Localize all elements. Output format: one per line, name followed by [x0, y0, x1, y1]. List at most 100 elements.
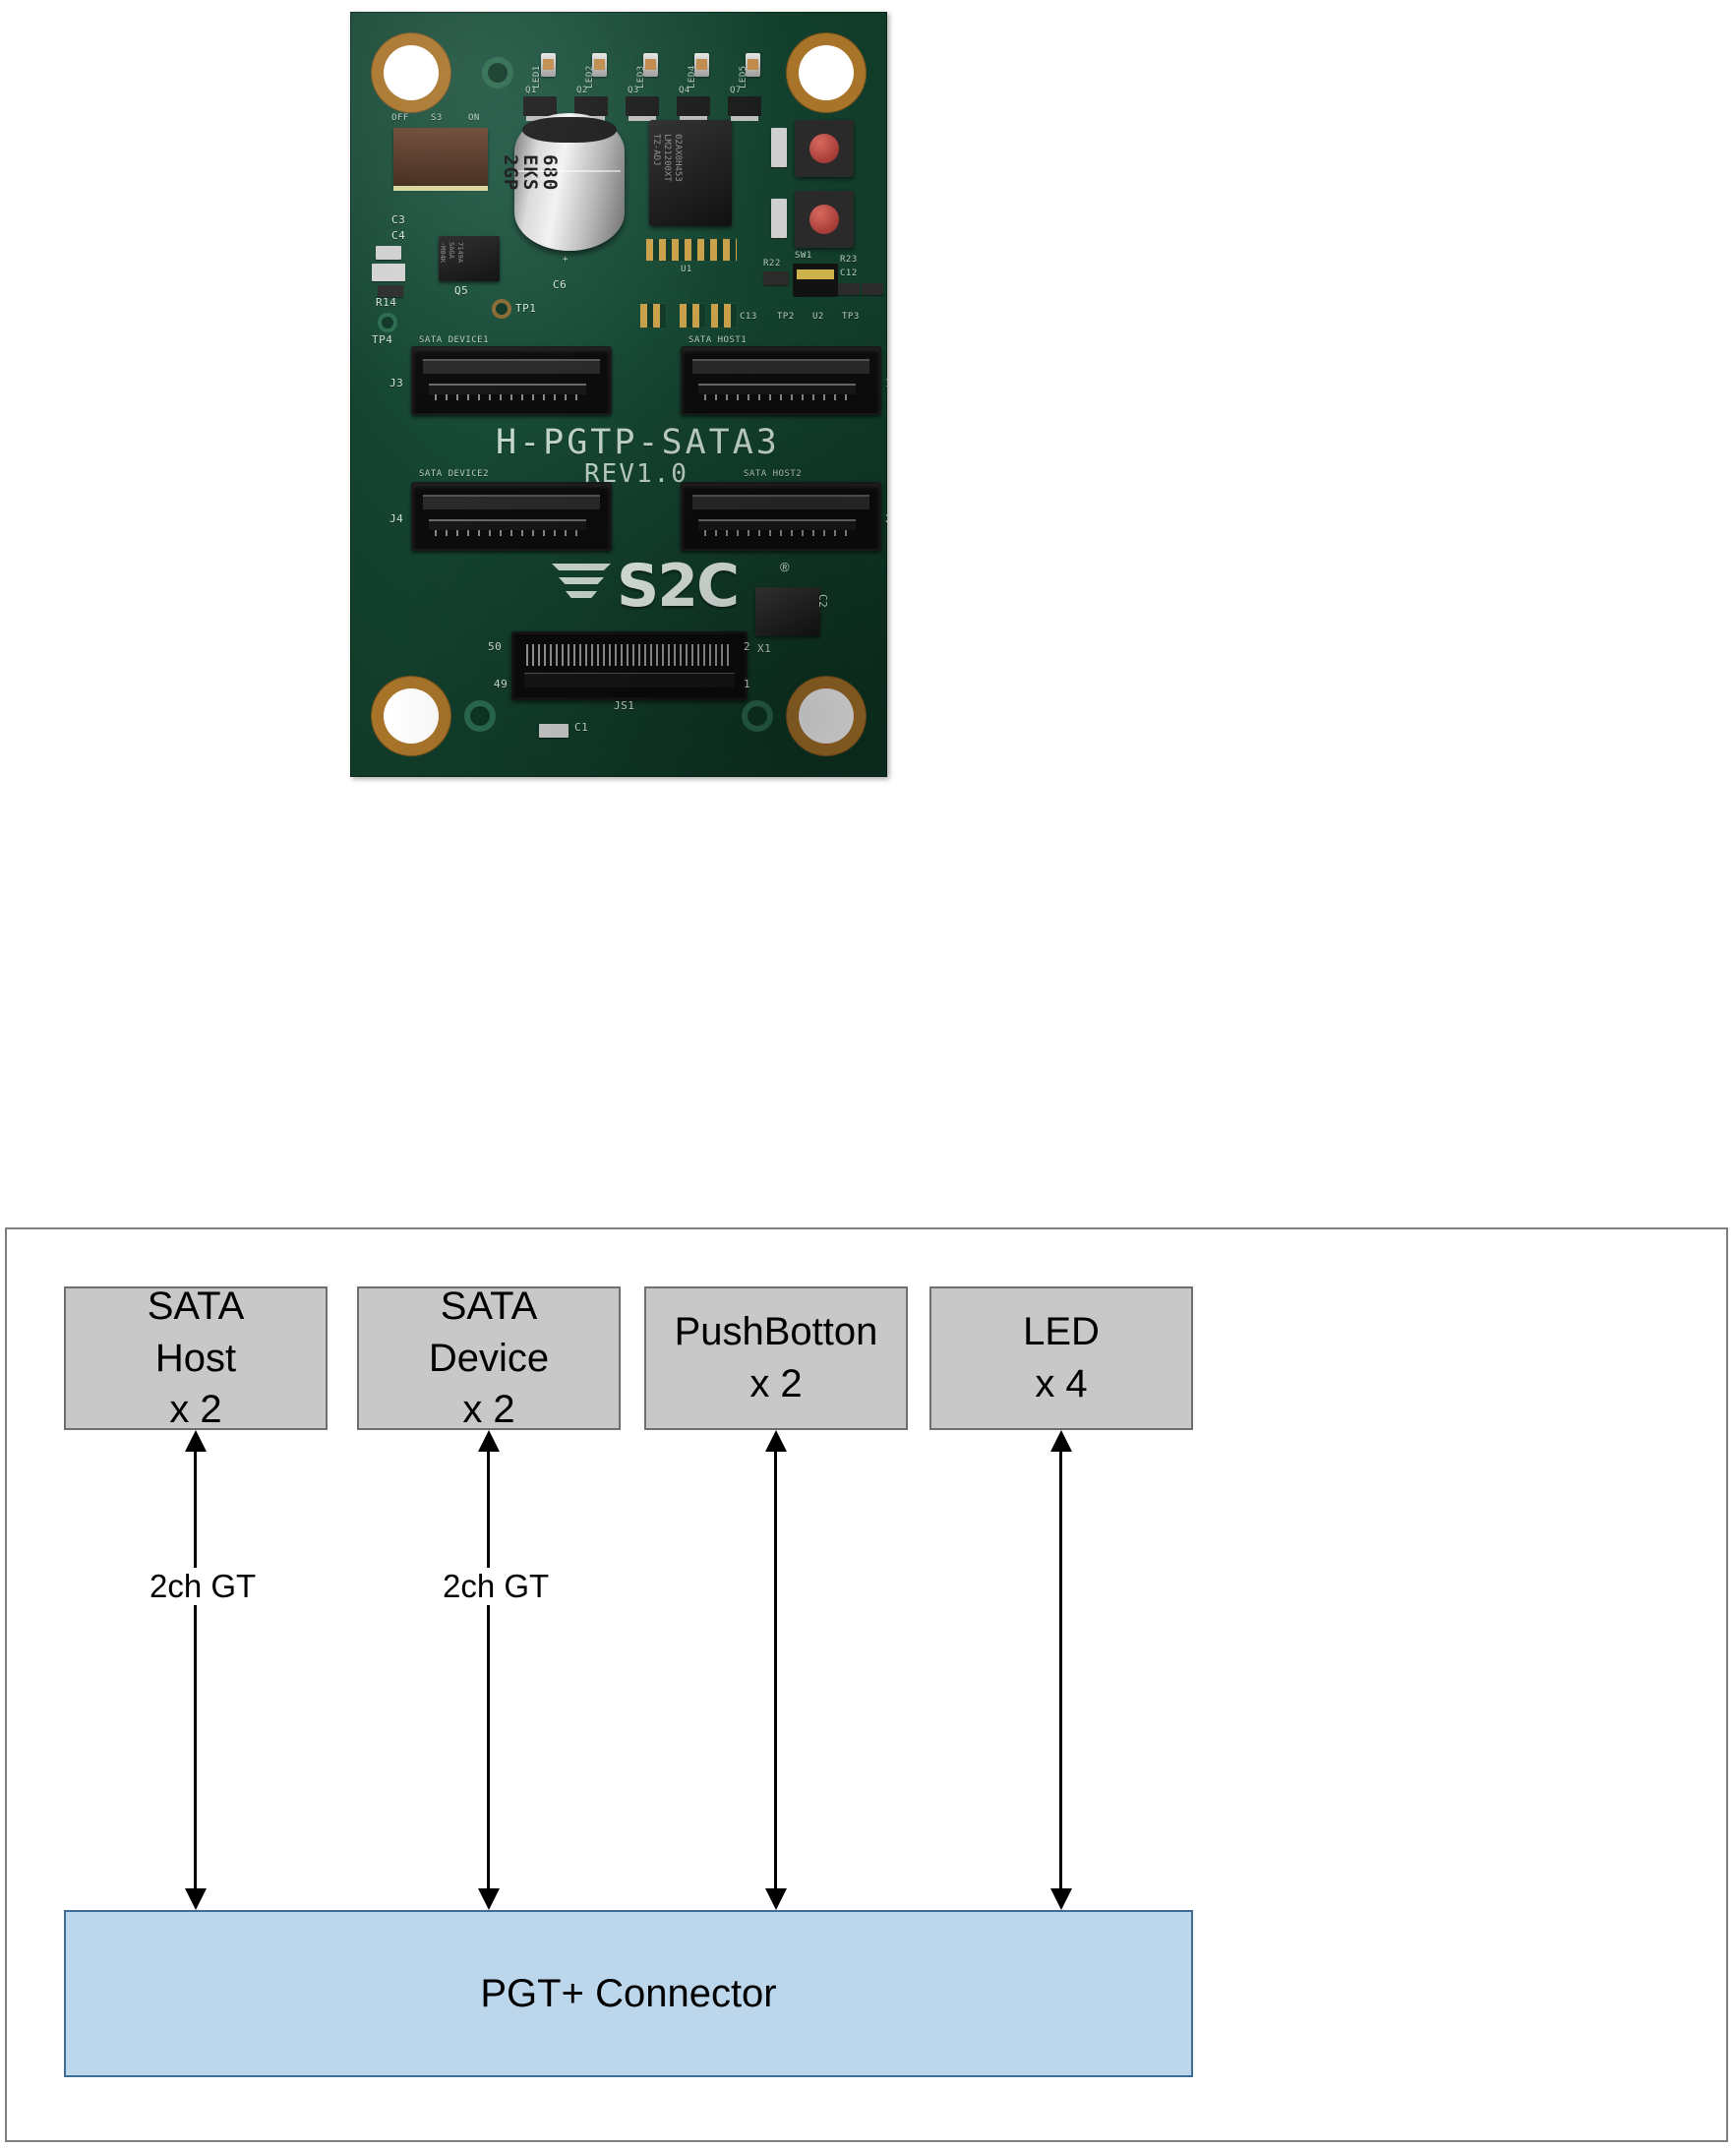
block-led: LED x 4 — [929, 1286, 1193, 1430]
pgt-plus-connector-block: PGT+ Connector — [64, 1910, 1193, 2077]
s2c-logo-bars-icon — [552, 564, 611, 605]
led-d4 — [694, 53, 709, 77]
via-hole-top — [488, 63, 508, 83]
transistor-q1 — [523, 96, 557, 121]
sata-host1-pins — [704, 393, 850, 400]
block-sata-device-line1: SATA — [440, 1284, 538, 1328]
arrow-head-down-sata-device — [478, 1888, 500, 1910]
crystal-x1 — [755, 587, 820, 636]
sata-host2-pins — [704, 529, 850, 536]
push-button-2 — [795, 191, 854, 248]
header-pins-c — [710, 303, 738, 328]
block-diagram-frame: SATA Host x 2 2ch GT SATA Device x 2 2ch… — [5, 1227, 1728, 2142]
arrow-label-sata-host: 2ch GT — [146, 1568, 261, 1605]
arrow-line-led — [1059, 1452, 1062, 1888]
arrow-label-sata-device: 2ch GT — [439, 1568, 554, 1605]
silk-js1: JS1 — [614, 699, 635, 712]
sata-connector-j4 — [411, 482, 612, 551]
silk-r23: R23 — [840, 255, 858, 265]
block-sata-host: SATA Host x 2 — [64, 1284, 328, 1431]
arrow-line-sata-host — [194, 1452, 197, 1888]
js1-pin-row — [526, 644, 733, 666]
via-hole-bottom-right — [748, 706, 767, 726]
silk-tp1: TP1 — [515, 302, 537, 315]
capacitor-c4-part — [376, 246, 401, 260]
transistor-q4 — [677, 96, 710, 121]
sata-connector-host1 — [681, 346, 881, 415]
slide-switch-s3 — [393, 128, 488, 191]
silk-c12: C12 — [840, 269, 858, 278]
arrow-line-pushbutton — [774, 1452, 777, 1888]
silk-tp2: TP2 — [777, 312, 795, 322]
silk-c4: C4 — [391, 229, 406, 242]
block-led-line2: x 4 — [1035, 1362, 1088, 1405]
silk-q7: Q7 — [730, 86, 742, 95]
push-button-1 — [795, 120, 854, 177]
led-d2 — [592, 53, 607, 77]
block-sata-host-line3: x 2 — [169, 1388, 222, 1432]
silk-tp4: TP4 — [372, 333, 393, 346]
pgt-plus-connector-js1 — [511, 631, 748, 700]
electrolytic-capacitor-c6: 680 EKS 2GP — [500, 113, 625, 251]
arrow-head-up-pushbutton — [765, 1430, 787, 1452]
silk-j4: J4 — [389, 512, 404, 525]
silk-c6: C6 — [553, 278, 568, 291]
via-hole-bottom-left — [470, 706, 490, 726]
ic-soic-q5: 7149A SAGA -M04K — [439, 236, 500, 281]
regulator-marking: 02AX0H453 LM21200XT TZ-ADJ — [651, 134, 683, 182]
arrow-head-up-sata-host — [185, 1430, 207, 1452]
capacitor-marking: 680 EKS 2GP — [500, 154, 561, 192]
silk-q4: Q4 — [679, 86, 690, 95]
silk-q2: Q2 — [576, 86, 588, 95]
silk-sata-host1: SATA HOST1 — [688, 335, 748, 345]
silk-pin49: 49 — [494, 678, 509, 690]
silk-conn-right-2: 2 — [885, 513, 887, 524]
arrow-head-up-sata-device — [478, 1430, 500, 1452]
silk-pin1: 1 — [744, 678, 751, 690]
silk-r22: R22 — [763, 259, 781, 269]
regulator-ic-u1: 02AX0H453 LM21200XT TZ-ADJ — [649, 120, 732, 226]
mounting-hole-top-left — [384, 45, 439, 100]
silk-c13: C13 — [740, 312, 757, 322]
led-d1 — [541, 53, 556, 77]
block-sata-host-line2: Host — [154, 1336, 237, 1380]
pcb-board-image: LED1 LED2 LED3 LED4 LED5 Q1 Q2 Q3 Q4 Q7 … — [350, 12, 887, 777]
mounting-hole-bottom-right — [799, 688, 854, 744]
board-rev-silkscreen: REV1.0 — [584, 459, 688, 489]
header-pins-a — [639, 303, 667, 328]
header-pins-b — [679, 303, 706, 328]
board-name-silkscreen: H-PGTP-SATA3 — [496, 423, 780, 462]
led-d3 — [643, 53, 658, 77]
silk-sata-device2: SATA DEVICE2 — [419, 469, 490, 479]
soic-marking: 7149A SAGA -M04K — [439, 242, 464, 264]
sata-connector-host2 — [681, 482, 881, 551]
silk-switch-ref: S3 — [431, 113, 443, 123]
block-led-line1: LED — [1023, 1310, 1100, 1354]
pin-header-u1 — [645, 238, 738, 262]
block-sata-device-line3: x 2 — [462, 1388, 515, 1432]
silk-sw1: SW1 — [795, 251, 812, 261]
silk-pin2: 2 — [744, 640, 751, 653]
transistor-q3 — [626, 96, 659, 121]
pcb-photo-section: LED1 LED2 LED3 LED4 LED5 Q1 Q2 Q3 Q4 Q7 … — [0, 0, 1736, 836]
arrow-head-up-led — [1050, 1430, 1072, 1452]
button-pad-2 — [771, 199, 787, 238]
silk-q1: Q1 — [525, 86, 537, 95]
js1-slot — [524, 673, 735, 687]
led-d5 — [746, 53, 760, 77]
pgt-plus-connector-label: PGT+ Connector — [480, 1971, 777, 2015]
silk-c1: C1 — [574, 721, 589, 734]
silk-conn-right-1: 1 — [885, 378, 887, 388]
silk-sata-host2: SATA HOST2 — [744, 469, 803, 479]
resistor-r14-part — [378, 285, 403, 297]
sata-j3-pins — [435, 393, 580, 400]
capacitor-c1-part — [539, 724, 569, 738]
arrow-line-sata-device — [487, 1452, 490, 1888]
sata-connector-j3 — [411, 346, 612, 415]
block-sata-device: SATA Device x 2 — [357, 1284, 621, 1431]
silk-plus: + — [563, 255, 569, 265]
transistor-q7 — [728, 96, 761, 121]
arrow-head-down-led — [1050, 1888, 1072, 1910]
arrow-head-down-pushbutton — [765, 1888, 787, 1910]
silk-c2: C2 — [816, 594, 829, 609]
